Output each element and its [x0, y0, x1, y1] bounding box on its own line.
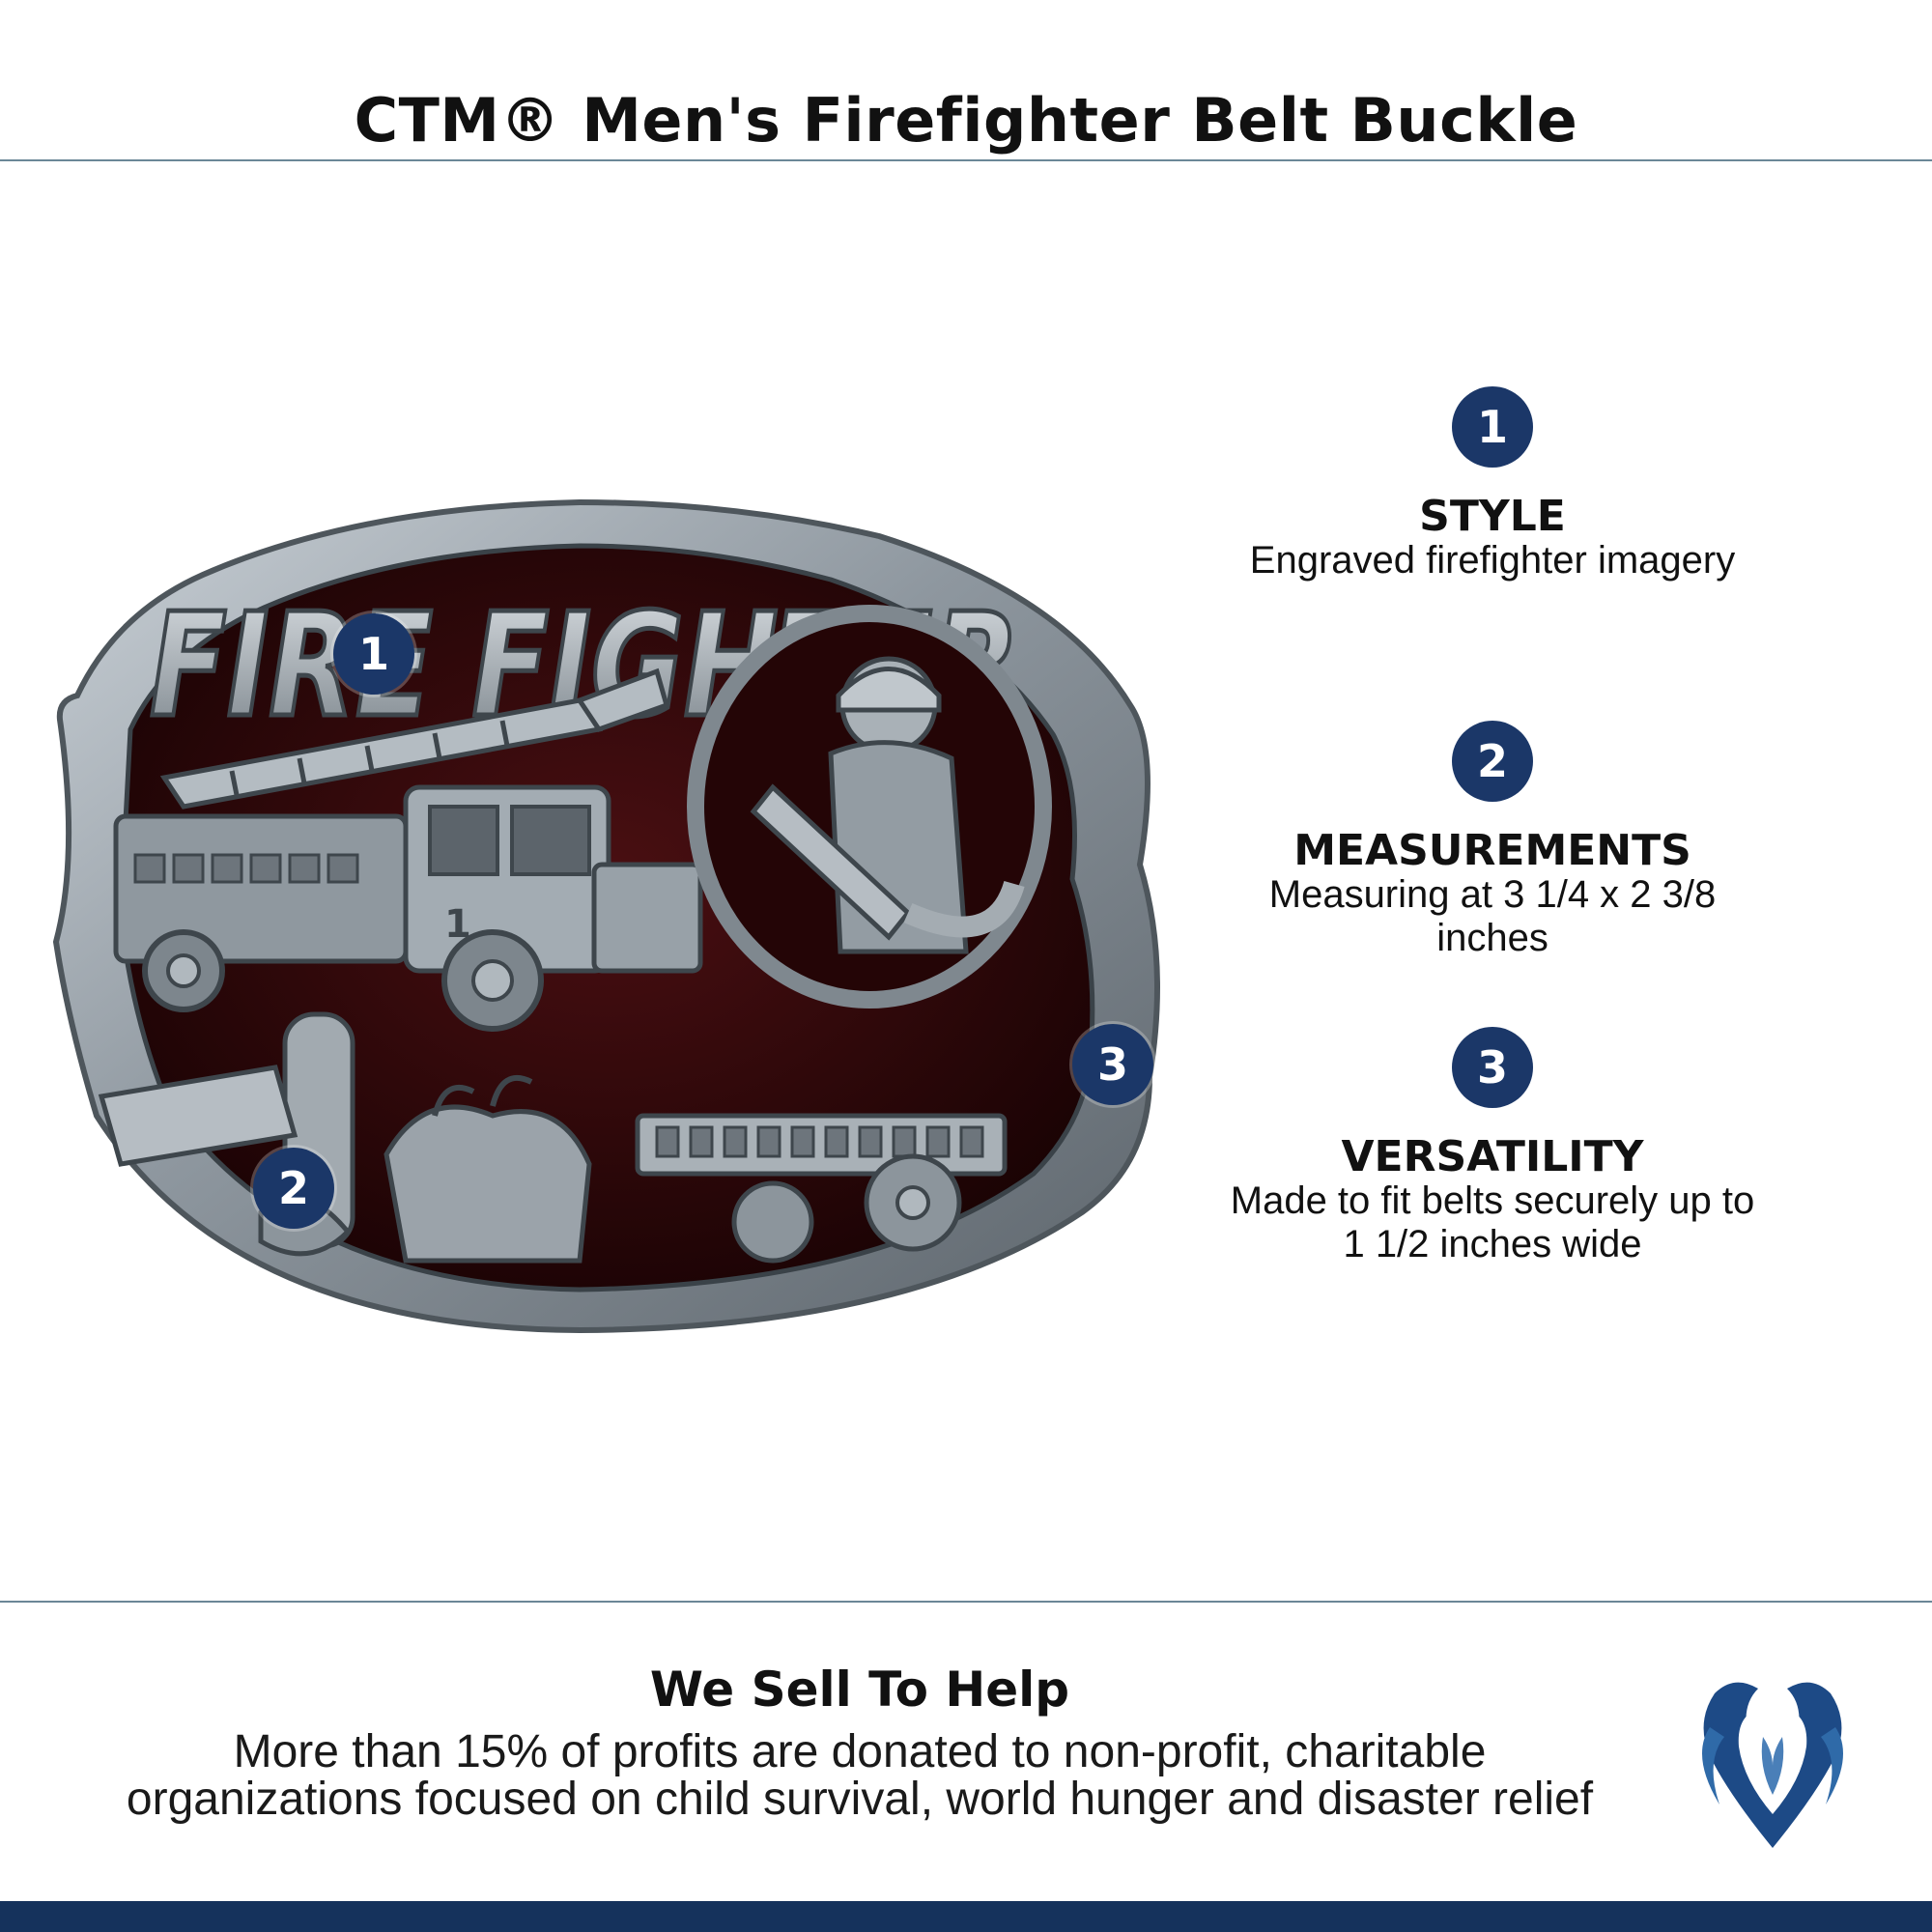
charity-heading: We Sell To Help	[649, 1662, 1070, 1718]
callout-badge-2: 2	[253, 1148, 334, 1229]
header-divider	[0, 159, 1932, 161]
ladder-relief	[159, 668, 670, 810]
footer-divider	[0, 1601, 1932, 1603]
callout-badge-3: 3	[1072, 1024, 1153, 1105]
feature-style: 1 STYLE Engraved firefighter imagery	[1188, 386, 1797, 582]
feature-description: Made to fit belts securely up to 1 1/2 i…	[1230, 1179, 1755, 1265]
feature-number-badge: 1	[1452, 386, 1533, 468]
footer-bar	[0, 1901, 1932, 1932]
feature-description: Engraved firefighter imagery	[1249, 539, 1736, 582]
fire-truck-relief: 1	[113, 784, 703, 1032]
product-image-belt-buckle: FIRE FIGHTER 1	[39, 497, 1179, 1348]
feature-measurements: 2 MEASUREMENTS Measuring at 3 1/4 x 2 3/…	[1188, 721, 1797, 960]
feature-number-badge: 3	[1452, 1027, 1533, 1108]
belt-buckle-illustration: FIRE FIGHTER 1	[52, 498, 1160, 1334]
feature-title: MEASUREMENTS	[1293, 826, 1691, 875]
callout-badge-1: 1	[333, 613, 414, 695]
horse-wagon-relief	[384, 1075, 1008, 1264]
page-title: CTM® Men's Firefighter Belt Buckle	[354, 85, 1578, 156]
heart-wings-logo-icon	[1690, 1669, 1855, 1853]
feature-number-badge: 2	[1452, 721, 1533, 802]
feature-title: STYLE	[1419, 492, 1566, 541]
firefighter-relief	[687, 605, 1052, 1009]
feature-description: Measuring at 3 1/4 x 2 3/8 inches	[1268, 873, 1717, 959]
feature-title: VERSATILITY	[1341, 1132, 1644, 1181]
charity-text-line-2: organizations focused on child survival,…	[126, 1773, 1594, 1825]
charity-text-line-1: More than 15% of profits are donated to …	[233, 1726, 1487, 1777]
feature-versatility: 3 VERSATILITY Made to fit belts securely…	[1188, 1027, 1797, 1266]
charity-section: We Sell To Help More than 15% of profits…	[58, 1662, 1662, 1824]
